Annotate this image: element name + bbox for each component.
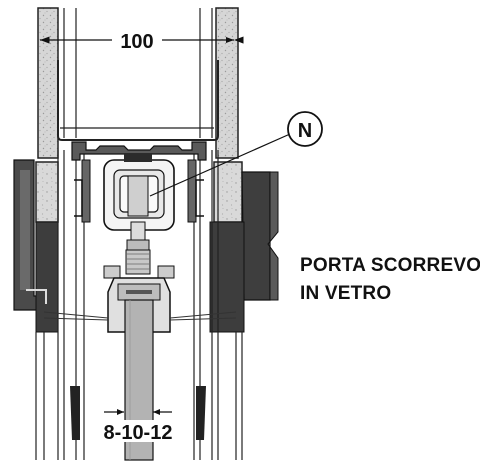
dimension-glass-label: 8-10-12	[104, 422, 173, 444]
dimension-100: 100	[40, 31, 244, 53]
lower-guides	[70, 386, 206, 440]
wall-right-upper	[215, 7, 239, 159]
dimension-100-label: 100	[120, 31, 153, 53]
callout-n: N	[149, 111, 323, 197]
track-rail	[71, 141, 207, 223]
callout-n-letter: N	[298, 120, 312, 142]
door-label-line2: IN VETRO	[300, 283, 392, 304]
door-label-line1: PORTA SCORREVOLE	[300, 255, 480, 276]
wall-left-upper	[37, 7, 59, 159]
trolley	[103, 154, 175, 251]
wall-left-lower	[35, 161, 59, 223]
hanger-bolt	[103, 249, 175, 279]
seal-lines	[43, 311, 237, 321]
frame-profile-left	[13, 159, 59, 333]
upper-channel	[57, 8, 219, 141]
dimension-glass: 8-10-12	[100, 409, 176, 444]
door-label: PORTA SCORREVOLE IN VETRO	[300, 252, 480, 308]
